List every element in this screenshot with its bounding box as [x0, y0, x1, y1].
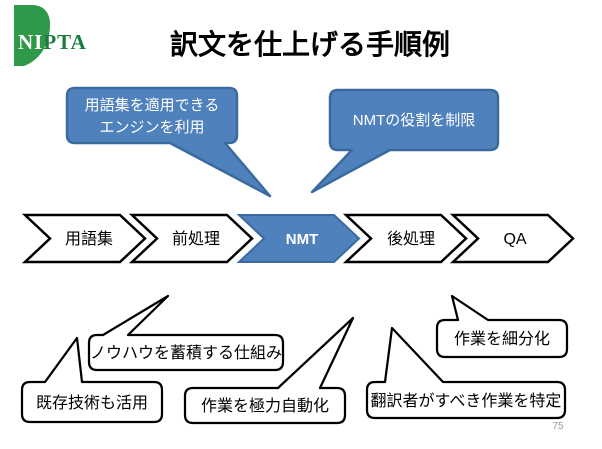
- speech-bubble-white: [365, 326, 567, 420]
- callout-text-line: 既存技術も活用: [36, 394, 148, 412]
- logo-text-ni: NI: [18, 30, 43, 54]
- callout-text-line: NMTの役割を制限: [353, 112, 476, 129]
- process-flow: 用語集 前処理 NMT 後処理 QA: [21, 213, 575, 264]
- process-step-preprocess: 前処理: [128, 213, 254, 264]
- callout-text-line: ノウハウを蓄積する仕組み: [90, 344, 282, 362]
- callout-translator-tasks: 翻訳者がすべき作業を特定: [365, 326, 567, 420]
- speech-bubble-white: [87, 294, 285, 372]
- speech-bubble-blue: [65, 86, 272, 198]
- chevron-shape: [21, 213, 147, 264]
- process-step-label: 後処理: [387, 230, 435, 248]
- speech-bubble-white: [183, 316, 355, 425]
- callout-glossary-engine: 用語集を適用できる エンジンを利用: [65, 86, 272, 198]
- process-step-label: 前処理: [172, 230, 220, 248]
- callout-automate: 作業を極力自動化: [183, 316, 355, 425]
- callout-knowhow: ノウハウを蓄積する仕組み: [87, 294, 285, 372]
- page-title: 訳文を仕上げる手順例: [170, 28, 450, 60]
- callout-nmt-role: NMTの役割を制限: [310, 88, 500, 194]
- callout-text-line: エンジンを利用: [99, 119, 204, 136]
- chevron-shape: [342, 213, 468, 264]
- callout-text-line: 用語集を適用できる: [85, 96, 220, 114]
- callout-text-line: 作業を極力自動化: [201, 397, 329, 415]
- process-step-label: NMT: [286, 231, 319, 248]
- logo-leaf-shape: [14, 5, 51, 66]
- process-step-nmt: NMT: [236, 214, 361, 263]
- callout-subdivide: 作業を細分化: [435, 294, 569, 359]
- callout-text-line: 翻訳者がすべき作業を特定: [371, 392, 562, 410]
- chevron-shape: [449, 213, 575, 264]
- speech-bubble-white: [435, 294, 569, 359]
- process-step-label: QA: [503, 231, 526, 248]
- speech-bubble-white: [20, 336, 164, 424]
- speech-bubble-blue: [310, 88, 500, 194]
- page-number: 75: [552, 421, 564, 432]
- logo-wordmark: NIPTA: [18, 30, 87, 54]
- process-step-qa: QA: [449, 213, 575, 264]
- nipta-logo: NIPTA: [14, 5, 87, 66]
- callout-text-line: 作業を細分化: [454, 330, 550, 348]
- process-step-glossary: 用語集: [21, 213, 147, 264]
- logo-text-pta: PTA: [43, 30, 86, 54]
- process-step-postprocess: 後処理: [342, 213, 468, 264]
- process-step-label: 用語集: [65, 230, 113, 248]
- chevron-shape-highlighted: [236, 214, 361, 263]
- chevron-shape: [128, 213, 254, 264]
- callout-existing-tech: 既存技術も活用: [20, 336, 164, 424]
